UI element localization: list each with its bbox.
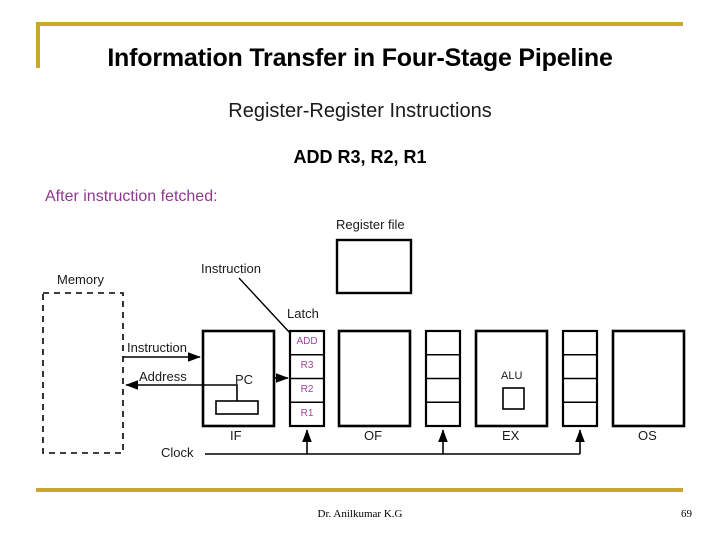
stage-caption-os: OS <box>638 428 657 443</box>
stage-box-ex <box>474 329 549 428</box>
stage-box-if <box>201 329 276 428</box>
instruction-callout-label: Instruction <box>201 261 261 276</box>
pc-label: PC <box>235 372 254 387</box>
stage-caption-ex: EX <box>502 428 520 443</box>
alu-box <box>502 387 525 410</box>
latch-label: Latch <box>287 306 319 321</box>
bus-label-instruction: Instruction <box>127 340 187 355</box>
latch-1-cell-1: R3 <box>300 360 314 371</box>
page-subtitle: Register-Register Instructions <box>228 100 492 122</box>
footer-author: Dr. Anilkumar K.G <box>317 508 403 520</box>
bus-label-address: Address <box>139 369 187 384</box>
pc-register-box <box>215 400 259 415</box>
alu-label: ALU <box>501 370 523 382</box>
register-file-label: Register file <box>336 217 405 232</box>
accent-rule-top <box>36 22 683 26</box>
clock-label: Clock <box>161 445 194 460</box>
footer-page-number: 69 <box>681 508 692 520</box>
stage-caption-of: OF <box>364 428 383 443</box>
stage-box-os <box>611 329 686 428</box>
latch-1-cell-2: R2 <box>300 384 314 395</box>
accent-rule-bottom <box>36 488 683 492</box>
memory-label: Memory <box>57 272 104 287</box>
latch-1-cell-3: R1 <box>300 408 314 419</box>
stage-caption-if: IF <box>230 428 242 443</box>
phase-note: After instruction fetched: <box>45 188 218 205</box>
memory-box <box>42 292 124 454</box>
page-title: Information Transfer in Four-Stage Pipel… <box>107 44 613 72</box>
instruction-callout-leader <box>238 277 291 334</box>
pc-feedback-wire <box>204 384 238 401</box>
register-file-box <box>335 238 413 295</box>
example-instruction: ADD R3, R2, R1 <box>293 147 427 167</box>
stage-box-of <box>337 329 412 428</box>
latch-1-cell-0: ADD <box>296 336 318 347</box>
accent-rule-left <box>36 22 40 68</box>
